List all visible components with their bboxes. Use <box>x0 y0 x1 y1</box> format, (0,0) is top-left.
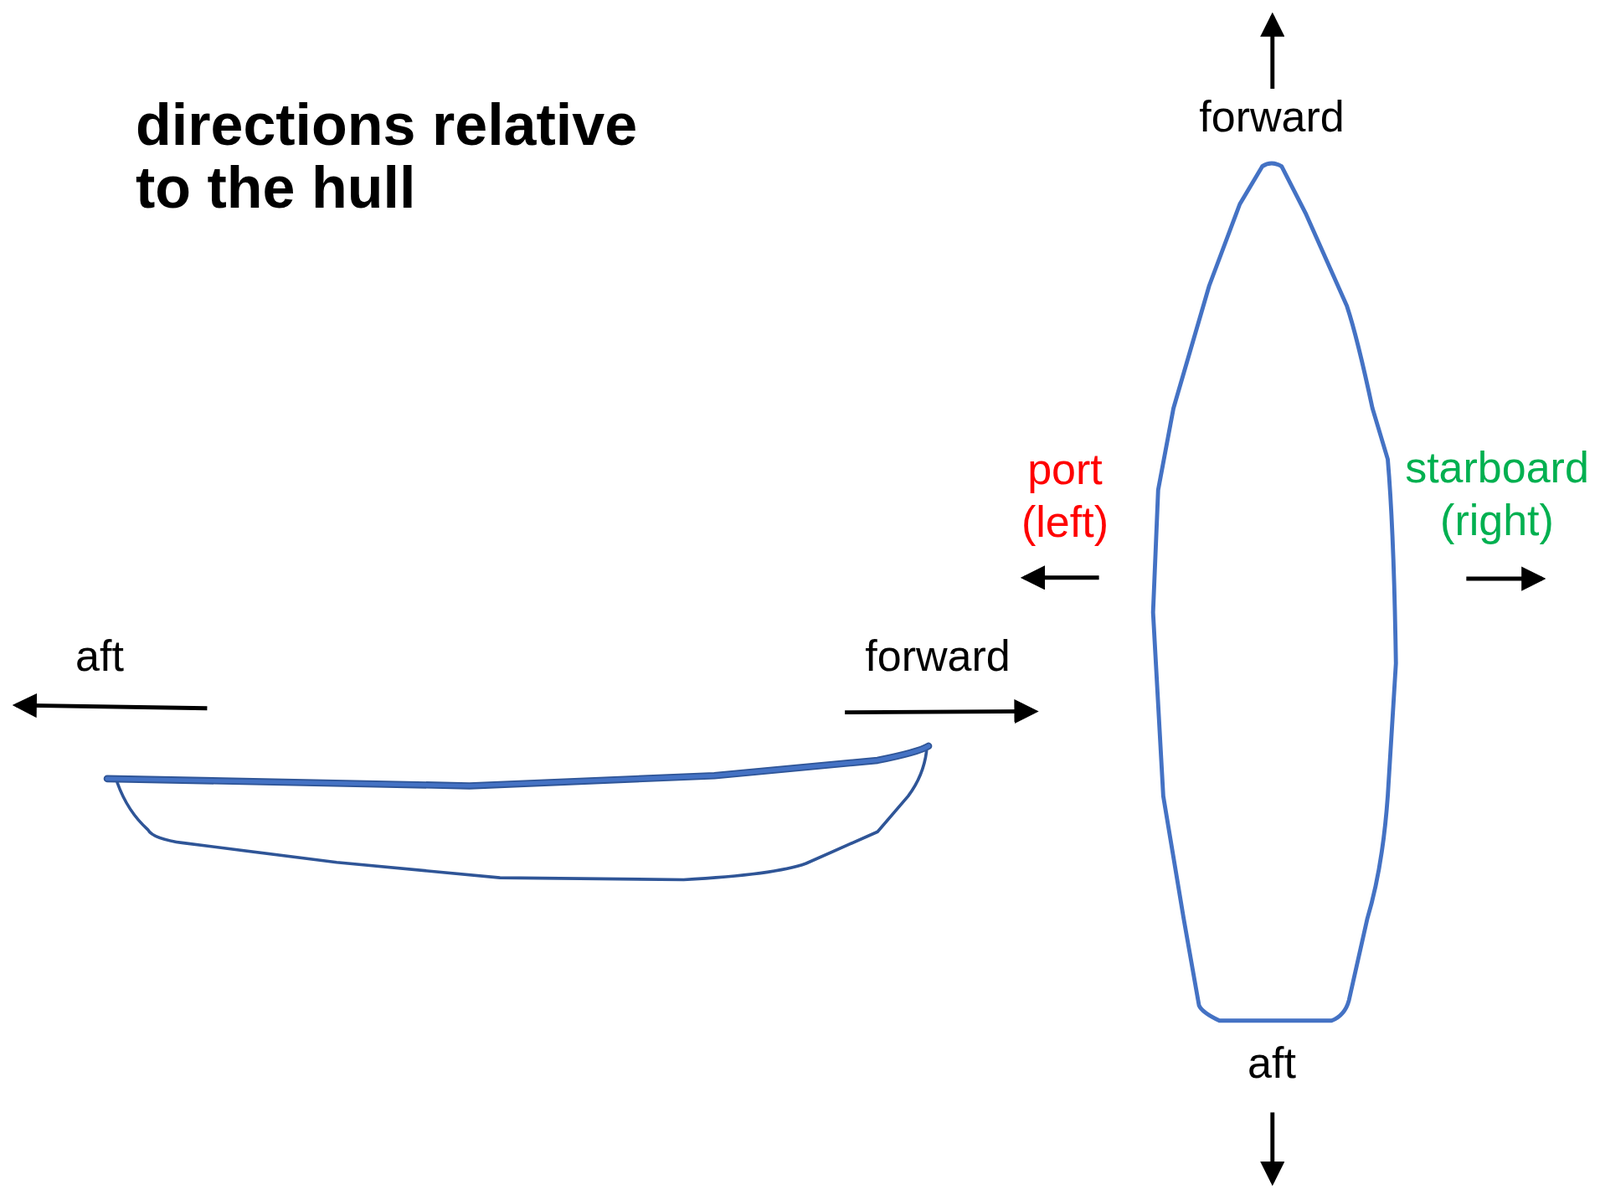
direction-label: forward <box>864 629 1010 683</box>
direction-label: aft <box>75 629 124 683</box>
direction-arrow <box>1270 15 1275 89</box>
side-label: port (left) <box>1021 442 1109 550</box>
side-label: starboard (right) <box>1404 441 1590 548</box>
direction-arrow <box>1270 1111 1275 1182</box>
direction-arrow <box>1466 576 1542 582</box>
hull-gunwale <box>107 745 929 787</box>
diagram-title: directions relative to the hull <box>135 93 672 220</box>
direction-label: aft <box>1247 1036 1297 1090</box>
hull-top-view <box>1152 163 1396 1021</box>
direction-label: forward <box>1198 90 1344 144</box>
direction-arrow <box>844 710 1035 712</box>
direction-arrow <box>16 704 208 709</box>
hull-gunwale <box>107 745 929 787</box>
direction-arrow <box>1024 575 1100 580</box>
